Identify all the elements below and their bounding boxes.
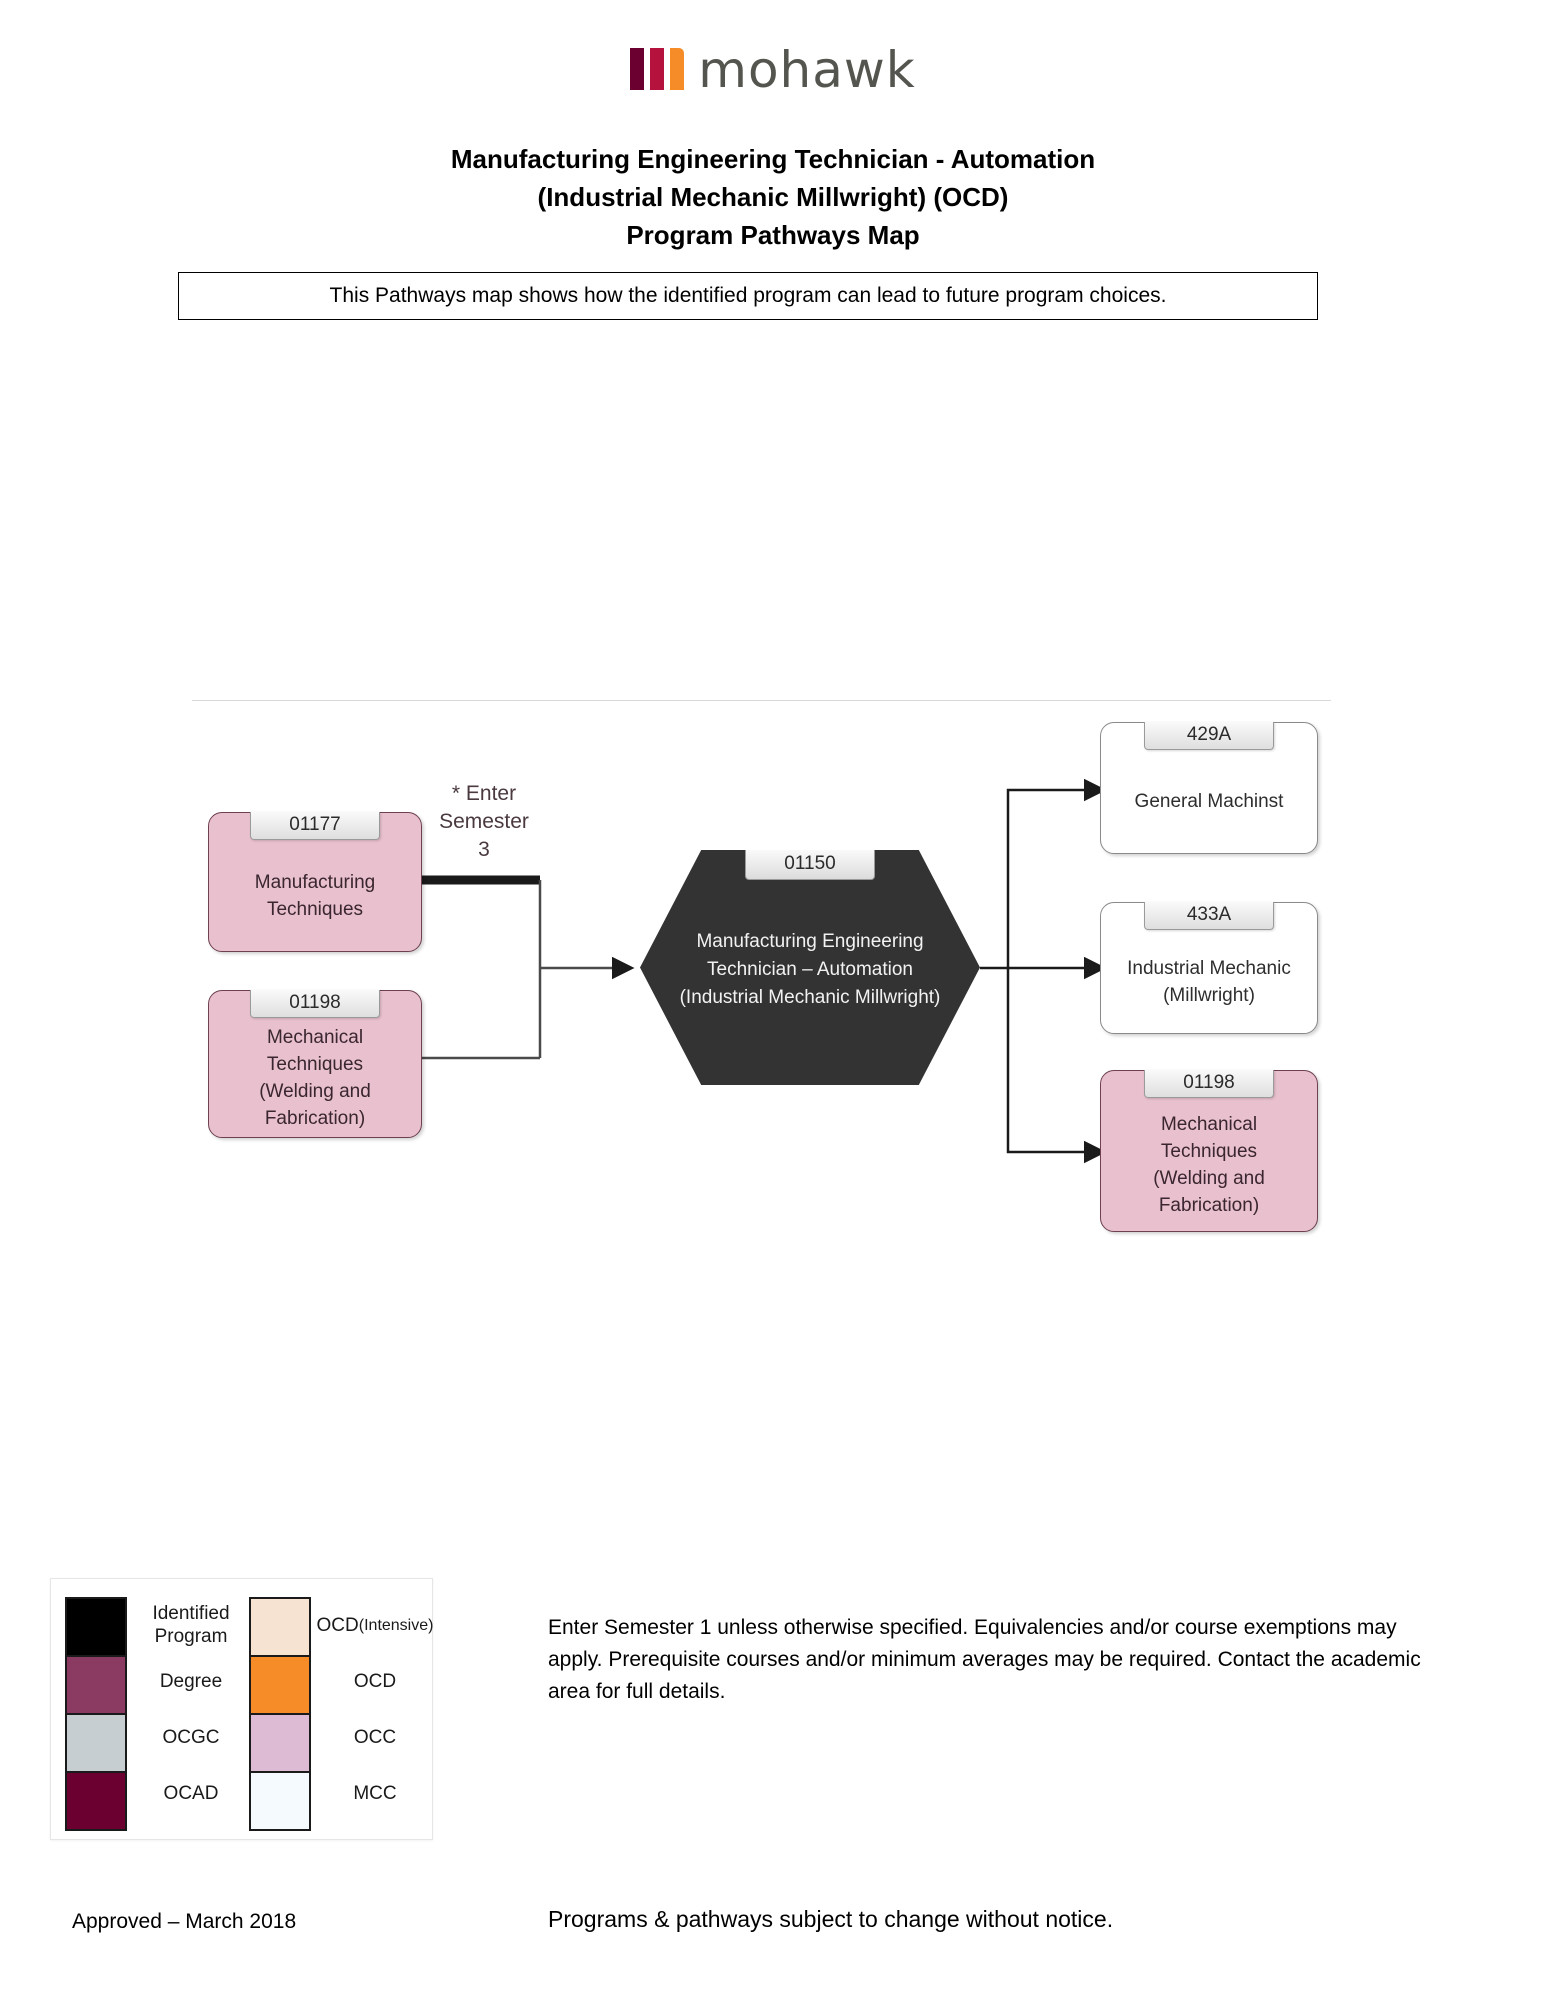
node-label: Mechanical Techniques (Welding and Fabri… (259, 1026, 371, 1129)
node-code: 01198 (1144, 1070, 1274, 1098)
footer-disclaimer: Programs & pathways subject to change wi… (548, 1906, 1114, 1932)
node-label: Manufacturing Techniques (254, 871, 376, 920)
subtitle-box: This Pathways map shows how the identifi… (178, 272, 1318, 320)
legend: Identified Program Degree OCGC OCAD OCD(… (50, 1578, 433, 1840)
hexagon-shape (640, 850, 980, 1085)
logo-bar-1 (630, 48, 645, 90)
enter-semester-note: * Enter Semester 3 (439, 782, 529, 861)
logo-bars-icon (630, 48, 685, 92)
node-output-429A[interactable]: 429A General Machinst (1100, 722, 1318, 854)
node-label: Industrial Mechanic (Millwright) (1127, 957, 1291, 1006)
legend-swatch-ocgc (67, 1715, 125, 1773)
legend-swatch-ocd-intensive (251, 1599, 309, 1657)
legend-label-ocd-intensive: OCD(Intensive) (316, 1614, 434, 1636)
node-label: Mechanical Techniques (Welding and Fabri… (1153, 1113, 1265, 1216)
legend-swatch-mcc (251, 1773, 309, 1829)
legend-swatch-occ (251, 1715, 309, 1773)
page-title-line-3: Program Pathways Map (626, 220, 920, 250)
page-title-line-2: (Industrial Mechanic Millwright) (OCD) (537, 182, 1009, 212)
subtitle-text: This Pathways map shows how the identifi… (329, 284, 1167, 307)
legend-swatch-stack-right (249, 1597, 311, 1831)
node-label: Manufacturing Engineering Technician – A… (679, 931, 941, 1008)
legend-label-ocgc: OCGC (162, 1726, 220, 1748)
node-output-433A[interactable]: 433A Industrial Mechanic (Millwright) (1100, 902, 1318, 1034)
legend-label-occ: OCC (353, 1726, 397, 1748)
legend-swatch-degree (67, 1657, 125, 1715)
logo-bar-2 (650, 48, 665, 90)
logo-wordmark: mohawk (698, 41, 916, 99)
legend-label-identified-program: Identified Program (152, 1603, 230, 1647)
legend-labels-left: Identified Program Degree OCGC OCAD (137, 1597, 245, 1821)
logo-bar-3 (670, 48, 685, 90)
page-title: Manufacturing Engineering Technician - A… (0, 140, 1546, 254)
node-input-01177[interactable]: 01177 Manufacturing Techniques (208, 812, 422, 952)
legend-swatch-ocad (67, 1773, 125, 1829)
mohawk-logo: mohawk (0, 41, 1546, 99)
legend-label-degree: Degree (159, 1670, 223, 1692)
legend-label-mcc: MCC (353, 1782, 397, 1804)
legend-label-ocd: OCD (353, 1670, 397, 1692)
legend-label-ocad: OCAD (163, 1782, 219, 1804)
node-code: 433A (1144, 902, 1274, 930)
node-output-01198[interactable]: 01198 Mechanical Techniques (Welding and… (1100, 1070, 1318, 1232)
semester-entry-note: Enter Semester 1 unless otherwise specif… (548, 1616, 1421, 1703)
node-input-01198[interactable]: 01198 Mechanical Techniques (Welding and… (208, 990, 422, 1138)
node-code: 01177 (250, 812, 380, 840)
legend-swatch-stack-left (65, 1597, 127, 1831)
legend-swatch-ocd (251, 1657, 309, 1715)
node-label: General Machinst (1134, 791, 1284, 812)
page-title-line-1: Manufacturing Engineering Technician - A… (450, 144, 1096, 174)
diagram-divider (192, 700, 1331, 701)
node-code: 01198 (250, 990, 380, 1018)
legend-swatch-identified-program (67, 1599, 125, 1657)
node-code: 429A (1144, 722, 1274, 750)
node-identified-program-01150[interactable]: 01150 Manufacturing Engineering Technici… (640, 850, 980, 1085)
legend-labels-right: OCD(Intensive) OCD OCC MCC (316, 1597, 434, 1821)
node-code: 01150 (745, 850, 875, 880)
footer-approved-date: Approved – March 2018 (72, 1910, 297, 1933)
